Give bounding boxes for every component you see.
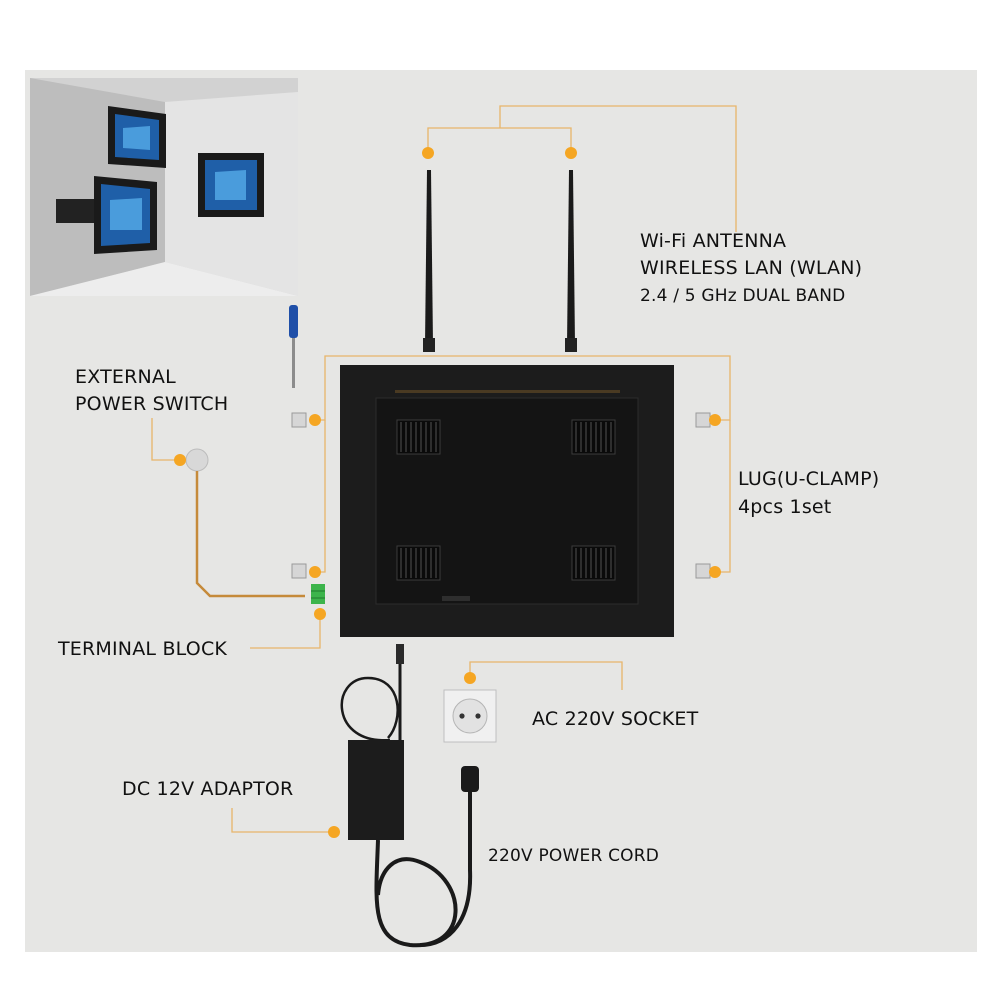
external-power-switch [185,448,305,598]
wifi-antenna-label: Wi-Fi ANTENNA [640,230,787,252]
ac-socket-label: AC 220V SOCKET [532,708,699,730]
power-cord-label: 220V POWER CORD [488,846,660,866]
external-power-switch-label-line1: EXTERNAL [75,366,176,388]
lug-u-clamp [291,412,711,579]
wifi-antenna-left [423,170,435,352]
dc-adaptor-label: DC 12V ADAPTOR [122,778,294,800]
dual-band-label: 2.4 / 5 GHz DUAL BAND [640,286,846,306]
terminal-block-label: TERMINAL BLOCK [58,638,228,660]
inset-panel-right [198,153,264,217]
callout-dots [174,147,721,838]
wireless-lan-label: WIRELESS LAN (WLAN) [640,257,863,279]
terminal-block [311,584,325,604]
inset-panel-upper-left [108,106,166,168]
ac-socket [443,689,497,743]
power-cord-220v [419,766,479,947]
screwdriver-icon [289,305,298,388]
external-power-switch-label-line2: POWER SWITCH [75,393,229,415]
dc-adaptor [340,644,458,948]
panel-pc-rear-view [340,365,674,637]
wifi-antenna-right [565,170,577,352]
lug-quantity-label: 4pcs 1set [738,496,832,518]
lug-u-clamp-label: LUG(U-CLAMP) [738,468,880,490]
inset-panel-lower-left [56,176,157,254]
inset-mounting-photo [30,78,298,296]
